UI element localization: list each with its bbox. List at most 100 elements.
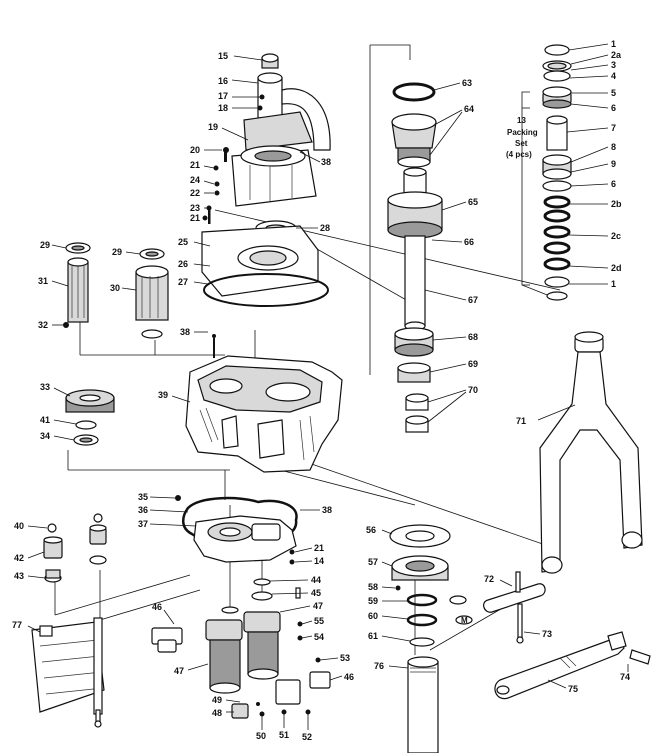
part-label-l68: 68 — [468, 332, 478, 342]
part-label-l21b: 21 — [190, 213, 200, 223]
part-label-l31: 31 — [38, 276, 48, 286]
part-label-l74: 74 — [620, 672, 630, 682]
part-label-l21: 21 — [190, 160, 200, 170]
part-label-l46b: 46 — [344, 672, 354, 682]
bottom-center-leaders — [381, 529, 411, 669]
part-label-l54: 54 — [314, 632, 324, 642]
part-label-l19: 19 — [208, 122, 218, 132]
part-label-l64: 64 — [464, 104, 474, 114]
part-label-l73: 73 — [542, 629, 552, 639]
part-label-l65: 65 — [468, 197, 478, 207]
shaft-labels: 63 64 65 66 67 68 69 70 — [462, 78, 478, 395]
part-label-l3: 3 — [611, 60, 616, 70]
part-label-l32: 32 — [38, 320, 48, 330]
handle-parts — [483, 571, 651, 700]
part-label-l36: 36 — [138, 505, 148, 515]
part-label-l27: 27 — [178, 277, 188, 287]
leader-77 — [27, 625, 41, 633]
part-label-l14: 14 — [314, 556, 324, 566]
part-label-l13: 13 — [517, 116, 526, 125]
part-label-l7: 7 — [611, 123, 616, 133]
left-gear-parts — [63, 242, 169, 446]
part-label-l29b: 29 — [112, 247, 122, 257]
lower-plate-leaders — [149, 496, 320, 563]
part-label-l61: 61 — [368, 631, 378, 641]
upper-labels: 15 16 17 18 19 38 20 21 24 22 23 21 28 2… — [178, 51, 331, 287]
part-label-l40: 40 — [14, 521, 24, 531]
motor-labels: 44 45 47 55 54 46 47 53 46 49 48 50 51 5… — [152, 575, 354, 742]
upper-leader-lines — [193, 55, 321, 285]
part-label-l70: 70 — [468, 385, 478, 395]
part-label-l52: 52 — [302, 732, 312, 742]
part-label-l56: 56 — [366, 525, 376, 535]
part-label-l2c: 2c — [611, 231, 621, 241]
part-label-l25: 25 — [178, 237, 188, 247]
part-label-l67: 67 — [468, 295, 478, 305]
main-shaft-assembly — [387, 82, 443, 433]
motor-assembly — [151, 578, 331, 719]
part-label-l21c: 21 — [314, 543, 324, 553]
part-label-l1: 1 — [611, 39, 616, 49]
fork-part-71 — [539, 331, 643, 574]
part-label-l43: 43 — [14, 571, 24, 581]
part-label-l38c: 38 — [322, 505, 332, 515]
part-label-l35: 35 — [138, 492, 148, 502]
part-label-l6b: 6 — [611, 179, 616, 189]
lower-plate-assembly — [175, 495, 298, 565]
part-label-l33: 33 — [40, 382, 50, 392]
part-label-l28: 28 — [320, 223, 330, 233]
part-label-l46: 46 — [152, 602, 162, 612]
part-label-l55: 55 — [314, 616, 324, 626]
part-label-l75: 75 — [568, 684, 578, 694]
part-label-l47b: 47 — [174, 666, 184, 676]
part-label-l38a: 38 — [321, 157, 331, 167]
part-label-l41: 41 — [40, 415, 50, 425]
part-label-l63: 63 — [462, 78, 472, 88]
leader-71 — [537, 404, 576, 421]
part-label-l57: 57 — [368, 557, 378, 567]
bottom-center-labels: 56 57 58 59 60 61 76 M — [366, 525, 468, 671]
part-label-l22: 22 — [190, 188, 200, 198]
cart-frame-77 — [31, 617, 105, 728]
part-label-l1b: 1 — [611, 279, 616, 289]
leader-39 — [171, 395, 191, 403]
part-label-l47: 47 — [313, 601, 323, 611]
connector-lines — [54, 44, 561, 655]
part-label-l59: 59 — [368, 596, 378, 606]
part-label-l60: 60 — [368, 611, 378, 621]
part-label-l5: 5 — [611, 88, 616, 98]
part-label-l51: 51 — [279, 730, 289, 740]
label-77: 77 — [12, 620, 22, 630]
part-label-packing1: Packing — [507, 128, 538, 137]
part-label-l2b: 2b — [611, 199, 622, 209]
part-label-l37: 37 — [138, 519, 148, 529]
part-label-l15: 15 — [218, 51, 228, 61]
part-label-l50: 50 — [256, 731, 266, 741]
part-label-l76: 76 — [374, 661, 384, 671]
left-gear-leader-lines — [51, 244, 208, 441]
part-label-l53: 53 — [340, 653, 350, 663]
part-label-l38b: 38 — [180, 327, 190, 337]
part-label-l49: 49 — [212, 695, 222, 705]
part-label-l34: 34 — [40, 431, 50, 441]
handle-labels: 72 73 74 75 — [484, 574, 630, 694]
part-label-l58: 58 — [368, 582, 378, 592]
motor-leaders — [163, 579, 343, 730]
part-label-l69: 69 — [468, 359, 478, 369]
part-label-l23: 23 — [190, 203, 200, 213]
part-label-l2d: 2d — [611, 263, 622, 273]
part-label-l2a: 2a — [611, 50, 622, 60]
fittings-leaders — [27, 525, 48, 579]
handle-leaders — [499, 579, 629, 689]
fittings-labels: 40 42 43 — [14, 521, 24, 581]
part-label-packing2: Set — [515, 139, 528, 148]
part-label-cM: M — [461, 616, 468, 625]
part-label-l66: 66 — [464, 237, 474, 247]
part-label-l45: 45 — [311, 588, 321, 598]
bottom-center-parts — [389, 524, 473, 753]
part-label-l48: 48 — [212, 708, 222, 718]
part-label-l44: 44 — [311, 575, 321, 585]
part-label-l4: 4 — [611, 71, 616, 81]
lower-plate-labels: 35 36 37 38 21 14 — [138, 492, 332, 566]
